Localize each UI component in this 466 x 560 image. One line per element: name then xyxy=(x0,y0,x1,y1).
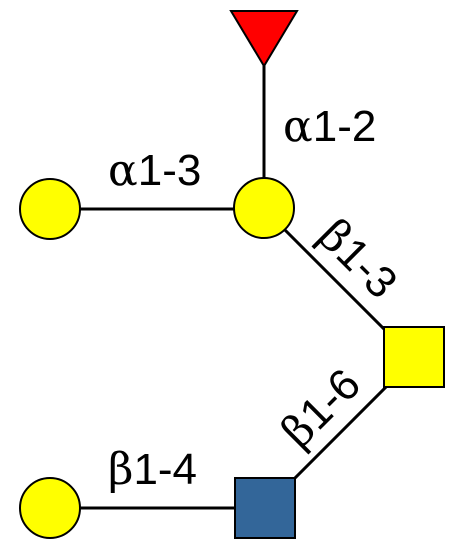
central-galactose-circle xyxy=(233,177,295,239)
terminal-galactose-linkage-position: 1-4 xyxy=(133,445,197,494)
galnac-linkage-label: β1-3 xyxy=(308,210,407,309)
branch-galactose-linkage-position: 1-3 xyxy=(138,146,202,195)
branch-galactose-linkage-label: α1-3 xyxy=(108,145,201,196)
fucose-linkage-anomer: α xyxy=(283,101,313,152)
fucose-linkage-label: α1-2 xyxy=(283,101,376,152)
fucose-linkage-position: 1-2 xyxy=(313,102,377,151)
branch-galactose-linkage-anomer: α xyxy=(108,145,138,196)
glcnac-square xyxy=(234,477,296,539)
terminal-galactose-linkage-label: β1-4 xyxy=(108,444,197,495)
galnac-square xyxy=(383,326,445,388)
glcnac-linkage-label: β1-6 xyxy=(272,359,371,458)
fucose-triangle xyxy=(229,10,299,68)
branch-galactose-circle xyxy=(19,178,81,240)
terminal-galactose-circle xyxy=(19,477,81,539)
terminal-galactose-linkage-anomer: β xyxy=(108,444,133,495)
